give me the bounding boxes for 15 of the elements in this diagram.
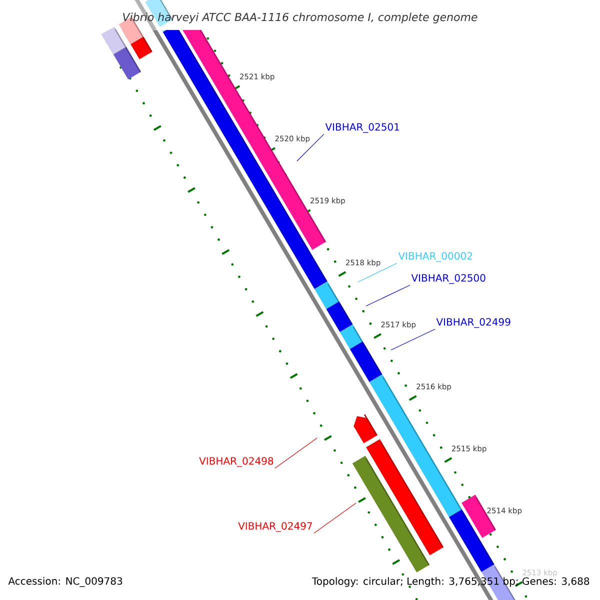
gene-label: VIBHAR_00002 (398, 252, 472, 262)
gene-label: VIBHAR_02498 (199, 457, 274, 467)
accession-text: Accession: NC_009783 (8, 577, 122, 587)
leader-line (358, 262, 398, 282)
leader-line (366, 284, 410, 306)
gene-label: VIBHAR_02500 (411, 274, 486, 284)
leader-line (314, 502, 356, 534)
gene-label: VIBHAR_02499 (436, 318, 510, 328)
gene-label: VIBHAR_02497 (238, 522, 312, 532)
leader-line (390, 328, 436, 350)
leader-line (274, 438, 318, 468)
leader-line (296, 134, 324, 162)
gene-label: VIBHAR_02501 (325, 123, 400, 133)
title: Vibrio harveyi ATCC BAA-1116 chromosome I, complete genome (123, 12, 478, 24)
topology-text: Topology: circular; Length: 3,765,351 bp; Genes: 3,688 (312, 577, 590, 587)
